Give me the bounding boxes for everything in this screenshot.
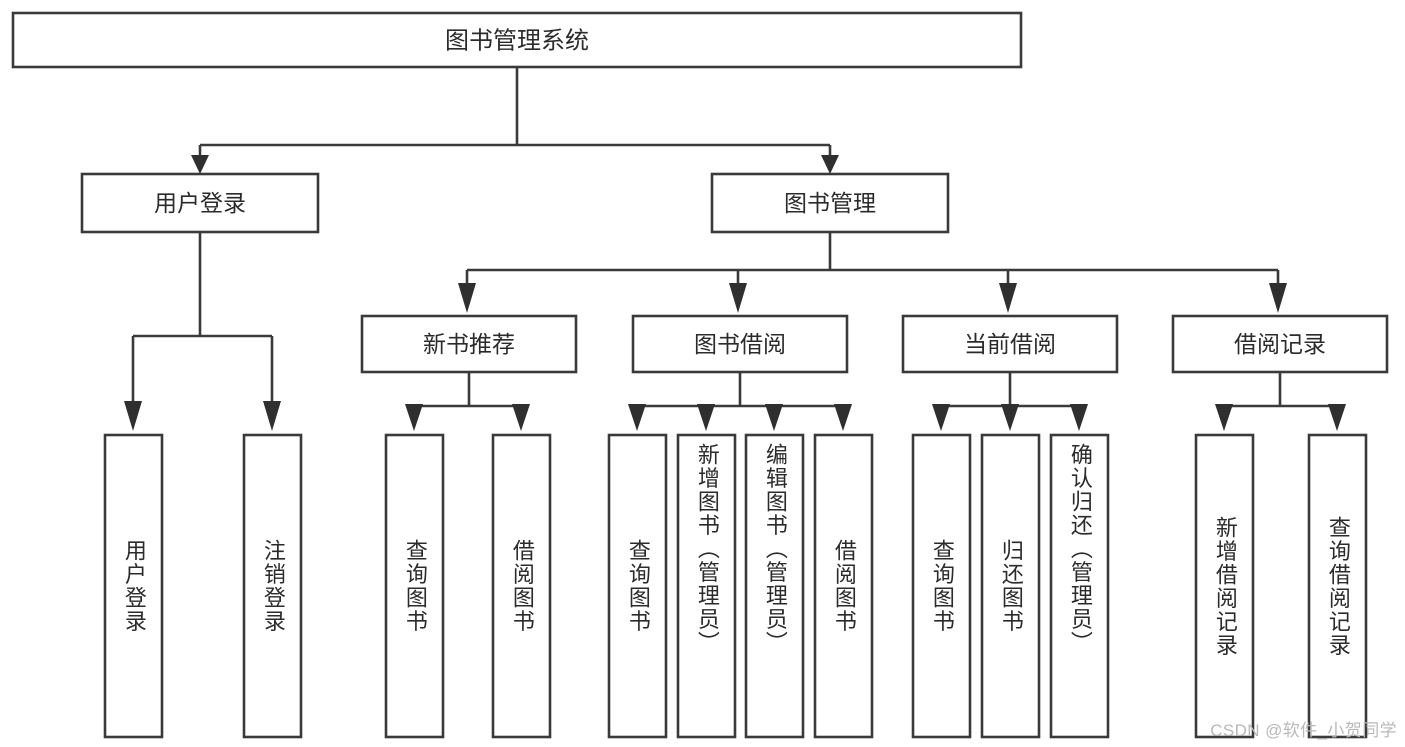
arrow-book-mgmt-to-records	[1269, 283, 1287, 313]
arrow-book-borrow-leaf-3	[765, 404, 783, 431]
node-label-root: 图书管理系统	[445, 28, 589, 55]
arrow-borrow-records-leaf-1	[1215, 404, 1233, 431]
leaf-box-borrow-records-2[interactable]	[1307, 433, 1368, 739]
arrow-book-borrow-leaf-1	[628, 404, 646, 431]
arrow-new-book-leaf-1	[405, 404, 423, 431]
arrow-current-borrow-leaf-3	[1070, 404, 1088, 431]
leaf-box-current-borrow-2[interactable]	[980, 433, 1041, 739]
node-box-new-book-recommend	[360, 314, 578, 374]
arrow-current-borrow-leaf-2	[1001, 404, 1019, 431]
arrow-book-borrow-leaf-2	[697, 404, 715, 431]
node-book-management-system[interactable]: 图书管理系统	[11, 11, 1023, 69]
connector-group-root	[191, 68, 839, 174]
node-box-book-borrow	[631, 314, 849, 374]
arrow-book-borrow-leaf-4	[834, 404, 852, 431]
connector-group-user-login	[124, 232, 281, 431]
leaf-box-new-book-2[interactable]	[491, 433, 552, 739]
node-borrow-records[interactable]: 借阅记录	[1171, 314, 1389, 374]
leaf-box-current-borrow-1[interactable]	[911, 433, 972, 739]
arrow-user-login-leaf-1	[124, 401, 142, 431]
connector-group-new-book-recommend	[405, 372, 530, 431]
node-user-login[interactable]: 用户登录	[80, 172, 320, 234]
connector-group-current-borrow	[932, 372, 1088, 431]
node-box-root	[11, 11, 1023, 69]
arrow-book-mgmt-to-current	[999, 283, 1017, 313]
leaf-box-new-book-1[interactable]	[384, 433, 445, 739]
leaf-box-book-borrow-3[interactable]	[744, 433, 805, 739]
csdn-watermark: CSDN @软件_小贺同学	[1210, 721, 1397, 740]
leaf-box-user-login-1[interactable]	[103, 433, 164, 739]
leaf-box-current-borrow-3[interactable]	[1049, 433, 1110, 739]
arrow-current-borrow-leaf-1	[932, 404, 950, 431]
leaf-box-book-borrow-4[interactable]	[813, 433, 874, 739]
node-book-borrow[interactable]: 图书借阅	[631, 314, 849, 374]
node-label-book-management: 图书管理	[784, 190, 876, 216]
arrow-new-book-leaf-2	[512, 404, 530, 431]
node-label-current-borrow: 当前借阅	[964, 331, 1056, 357]
arrow-book-mgmt-to-borrow	[729, 283, 747, 313]
node-label-book-borrow: 图书借阅	[694, 331, 786, 357]
arrow-root-to-user-login	[191, 155, 209, 174]
node-box-current-borrow	[901, 314, 1119, 374]
connector-group-borrow-records	[1215, 372, 1346, 431]
node-label-borrow-records: 借阅记录	[1234, 331, 1326, 357]
node-current-borrow[interactable]: 当前借阅	[901, 314, 1119, 374]
leaf-box-book-borrow-2[interactable]	[676, 433, 737, 739]
node-label-user-login: 用户登录	[154, 190, 246, 216]
leaf-box-user-login-2[interactable]	[242, 433, 303, 739]
node-box-borrow-records	[1171, 314, 1389, 374]
arrow-book-mgmt-to-new-book	[458, 283, 476, 313]
arrow-root-to-book-mgmt	[821, 155, 839, 174]
node-label-new-book-recommend: 新书推荐	[423, 331, 515, 357]
node-box-book-management	[710, 172, 950, 234]
connector-group-book-management	[458, 232, 1287, 313]
connector-group-book-borrow	[628, 372, 852, 431]
node-new-book-recommend[interactable]: 新书推荐	[360, 314, 578, 374]
leaf-box-book-borrow-1[interactable]	[607, 433, 668, 739]
leaf-box-borrow-records-1[interactable]	[1194, 433, 1255, 739]
node-book-management[interactable]: 图书管理	[710, 172, 950, 234]
arrow-user-login-leaf-2	[263, 401, 281, 431]
arrow-borrow-records-leaf-2	[1328, 404, 1346, 431]
